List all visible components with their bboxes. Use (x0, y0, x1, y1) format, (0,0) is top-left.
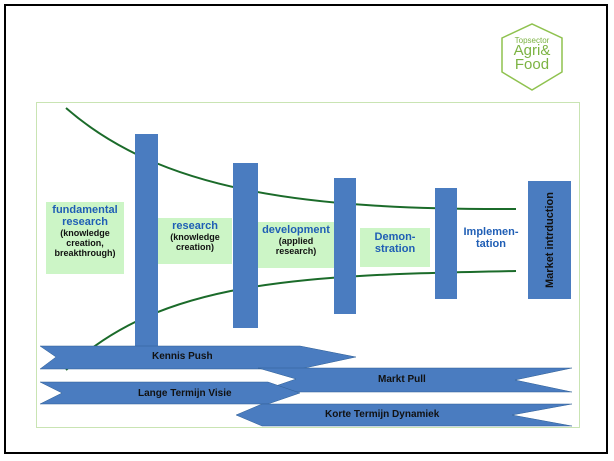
kennis-push-label: Kennis Push (152, 351, 213, 362)
stage-implementation: Implemen-tation (458, 223, 524, 262)
korte-termijn-arrow (235, 403, 573, 427)
stage-title: research (172, 220, 218, 232)
stage-development: development (applied research) (258, 222, 334, 268)
stage-fundamental-research: fundamental research (knowledge creation… (46, 202, 124, 274)
stage-demonstration: Demon-stration (360, 228, 430, 267)
lange-termijn-visie-label: Lange Termijn Visie (138, 388, 232, 399)
stage-bar-1 (135, 134, 158, 350)
logo-agri-text: Agri& Food (513, 42, 551, 73)
stage-detail: (knowledge creation, breakthrough) (54, 228, 116, 258)
stage-title: Market intrduction (543, 192, 556, 288)
stage-bar-2 (233, 163, 258, 328)
stage-title: fundamental research (52, 204, 118, 228)
stage-bar-3 (334, 178, 356, 314)
stage-research: research (knowledge creation) (158, 218, 232, 264)
korte-termijn-dynamiek-label: Korte Termijn Dynamiek (325, 409, 440, 420)
stage-market-introduction: Market intrduction (528, 181, 571, 299)
logo-topsector-text: Topsector (514, 36, 550, 45)
stage-title: Demon-stration (374, 231, 416, 255)
stage-detail: (applied research) (275, 236, 317, 256)
stage-title: development (262, 224, 330, 236)
logo-hexagon-icon (501, 23, 563, 91)
stage-bar-4 (435, 188, 457, 299)
topsector-logo: Topsector Agri& Food (482, 22, 580, 96)
stage-title: Implemen-tation (463, 226, 519, 250)
markt-pull-label: Markt Pull (378, 374, 426, 385)
stage-detail: (knowledge creation) (170, 232, 220, 252)
